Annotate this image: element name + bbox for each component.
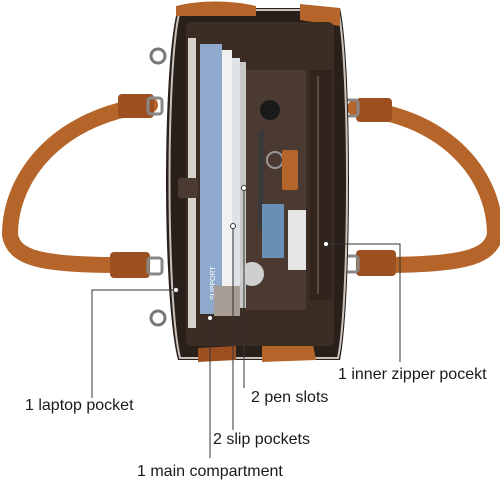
left-handle bbox=[1, 97, 158, 273]
dot-slip bbox=[230, 223, 236, 229]
plaid-item bbox=[214, 286, 240, 316]
ring-left-top bbox=[149, 47, 167, 65]
book-blue bbox=[200, 44, 222, 314]
organizer-leather-tab bbox=[282, 150, 298, 190]
pen bbox=[258, 130, 264, 230]
leader-lines bbox=[91, 188, 401, 458]
right-handle bbox=[347, 100, 500, 273]
bag-bottom-trim-left bbox=[198, 346, 236, 362]
dot-laptop bbox=[173, 287, 179, 293]
ring-left-bottom bbox=[149, 309, 167, 327]
keychain-toy bbox=[240, 262, 264, 286]
right-handle-tab-top bbox=[356, 98, 392, 122]
label-pen-slots: 2 pen slots bbox=[251, 389, 329, 406]
phone bbox=[288, 210, 306, 270]
label-main-compartment: 1 main compartment bbox=[137, 463, 283, 480]
left-handle-tab-bottom bbox=[110, 252, 150, 278]
bag-rim bbox=[168, 9, 348, 359]
sunglasses-lens bbox=[260, 100, 280, 120]
leader-zipper bbox=[326, 243, 401, 362]
dot-pen bbox=[241, 185, 247, 191]
left-handle-tab-top bbox=[118, 94, 154, 118]
card-holder bbox=[262, 204, 284, 258]
folder-white-1 bbox=[222, 50, 232, 312]
divider-tab bbox=[178, 178, 198, 198]
zipper-pocket bbox=[310, 70, 332, 300]
ring-left-mid2 bbox=[146, 256, 164, 276]
book-spine-label: SUPPORT bbox=[210, 266, 217, 300]
label-slip-pockets: 2 slip pockets bbox=[213, 431, 310, 448]
leader-laptop bbox=[91, 289, 176, 398]
folder-white-2 bbox=[232, 58, 240, 308]
label-inner-zipper-pocket: 1 inner zipper pocekt bbox=[338, 366, 487, 383]
ring-left-mid1 bbox=[146, 96, 164, 116]
bag-top-trim bbox=[176, 1, 256, 16]
dot-zipper bbox=[323, 241, 329, 247]
dot-main bbox=[207, 315, 213, 321]
magazine bbox=[240, 62, 246, 308]
right-handle-tab-bottom bbox=[356, 250, 396, 276]
label-laptop-pocket: 1 laptop pocket bbox=[25, 397, 134, 414]
bag-top-trim-right bbox=[300, 4, 340, 26]
